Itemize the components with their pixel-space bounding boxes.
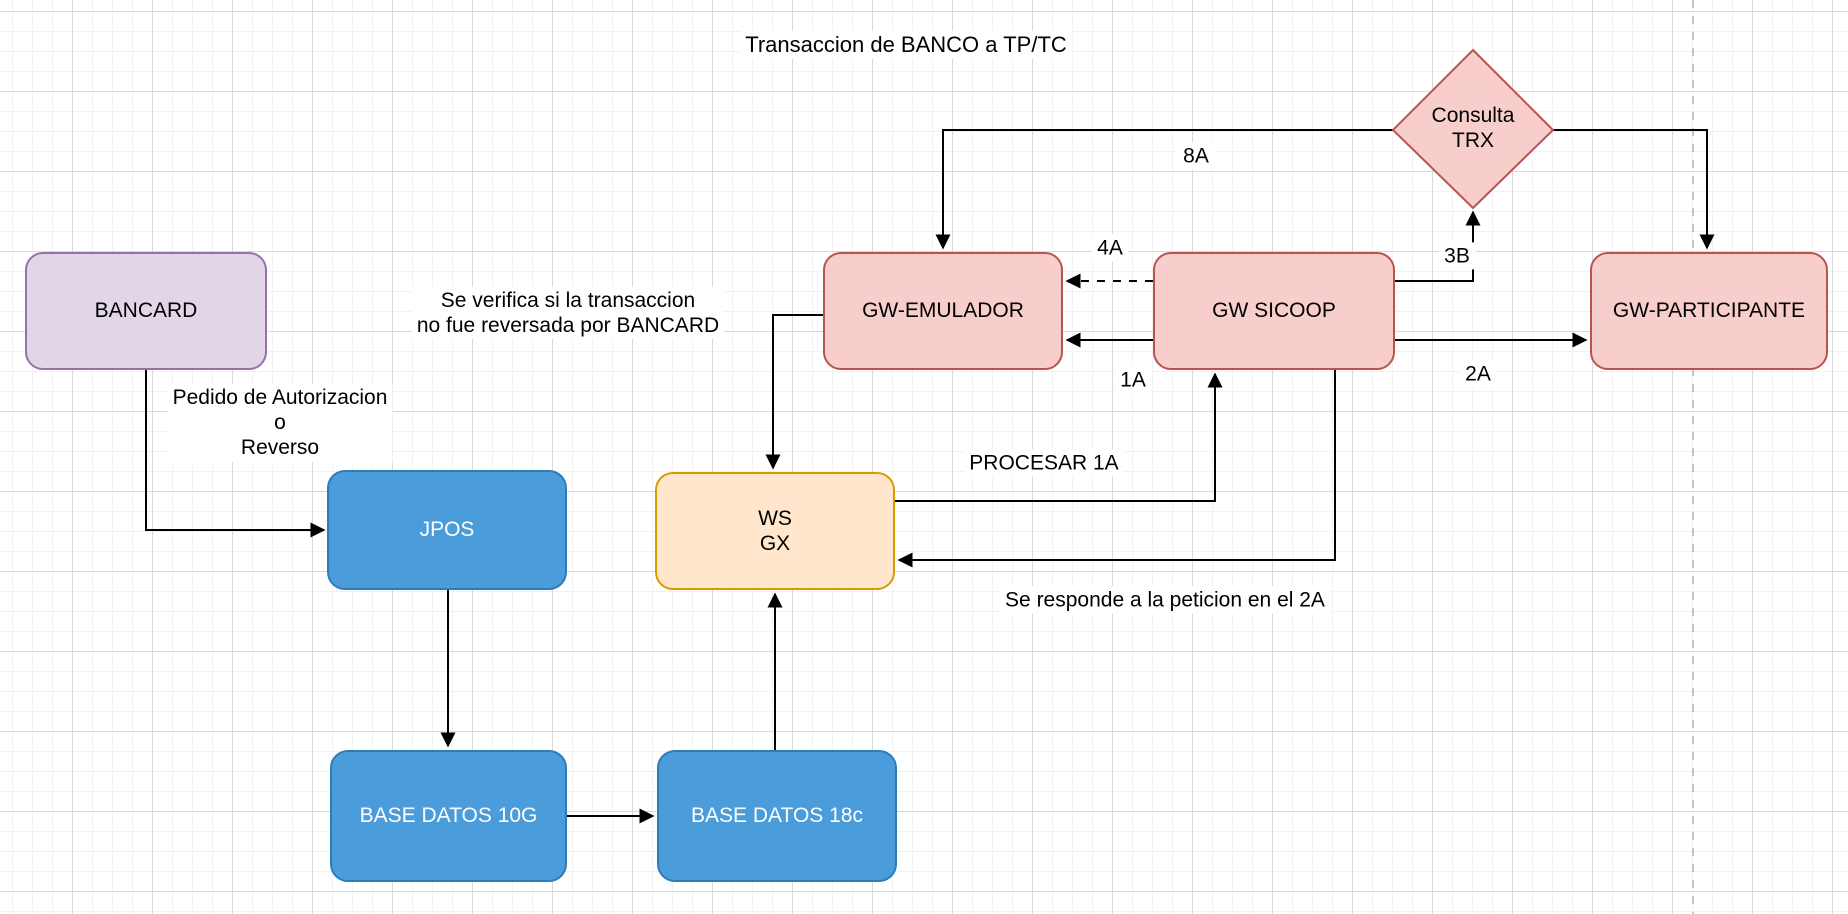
edge-gwsicoop-wsgx-respuesta [897, 370, 1336, 568]
edge-gwemulador-wsgx [765, 314, 823, 470]
edge-label-1a: 1A [1115, 366, 1151, 394]
node-base-datos-10g[interactable]: BASE DATOS 10G [330, 750, 567, 882]
annotation-verificacion: Se verifica si la transaccion no fue rev… [411, 286, 725, 340]
node-jpos[interactable]: JPOS [327, 470, 567, 590]
node-ws-gx-label: WS GX [758, 506, 792, 555]
node-ws-gx[interactable]: WS GX [655, 472, 895, 590]
node-gw-participante[interactable]: GW-PARTICIPANTE [1590, 252, 1828, 370]
edge-label-2a: 2A [1460, 360, 1496, 388]
edge-consultatrx-gwparticipante [1553, 129, 1715, 250]
edge-label-pedido-autorizacion: Pedido de Autorizacion o Reverso [167, 384, 393, 462]
node-gw-emulador[interactable]: GW-EMULADOR [823, 252, 1063, 370]
edge-bancard-jpos [145, 370, 326, 538]
node-jpos-label: JPOS [419, 518, 475, 542]
node-base-datos-10g-label: BASE DATOS 10G [359, 804, 538, 828]
edge-label-8a: 8A [1178, 142, 1214, 170]
annotation-respuesta: Se responde a la peticion en el 2A [1000, 586, 1330, 614]
node-gw-emulador-label: GW-EMULADOR [862, 299, 1024, 323]
edge-label-3b: 3B [1439, 242, 1475, 270]
node-base-datos-18c[interactable]: BASE DATOS 18c [657, 750, 897, 882]
node-bancard[interactable]: BANCARD [25, 252, 267, 370]
node-base-datos-18c-label: BASE DATOS 18c [691, 804, 863, 828]
node-gw-participante-label: GW-PARTICIPANTE [1612, 299, 1806, 323]
node-bancard-label: BANCARD [94, 299, 198, 323]
edge-label-4a: 4A [1092, 234, 1128, 262]
edge-consultatrx-gwemulador-8a [935, 129, 1393, 250]
node-gw-sicoop-label: GW SICOOP [1212, 299, 1336, 323]
node-gw-sicoop[interactable]: GW SICOOP [1153, 252, 1395, 370]
edge-label-procesar-1a: PROCESAR 1A [964, 449, 1124, 477]
edge-gwsicoop-consultatrx-3b [1395, 210, 1481, 282]
consulta-trx-label: Consulta TRX [1431, 103, 1515, 152]
diagram-title: Transaccion de BANCO a TP/TC [740, 30, 1072, 60]
consulta-trx-diamond[interactable] [1391, 48, 1555, 210]
edge-wsgx-gwsicoop-procesar [895, 372, 1223, 502]
